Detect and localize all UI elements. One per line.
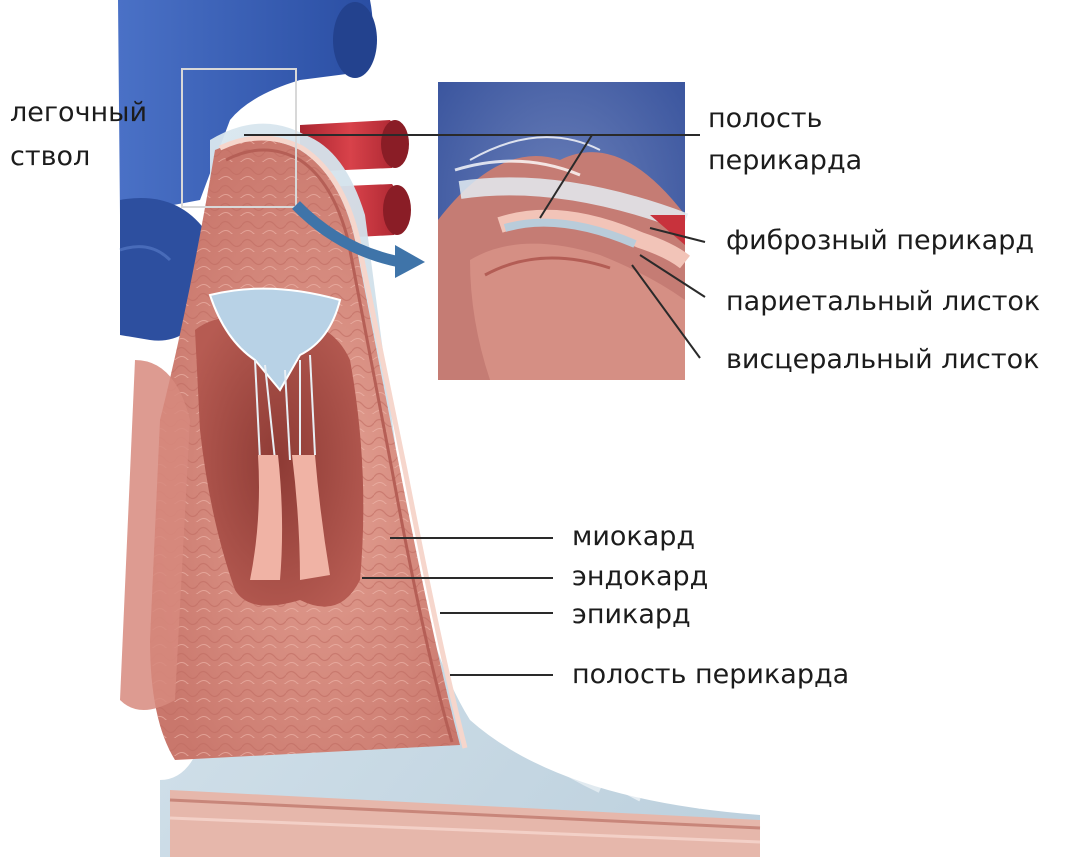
label-fibrous-pericardium: фиброзный перикард	[726, 222, 1034, 259]
label-visceral-layer: висцеральный листок	[726, 341, 1039, 378]
label-pericardial-cavity-top-line1: полость	[708, 100, 822, 137]
label-pulmonary-trunk-line2: ствол	[10, 138, 90, 175]
label-pulmonary-trunk-line1: легочный	[10, 94, 147, 131]
label-parietal-layer: париетальный листок	[726, 283, 1040, 320]
label-epicardium: эпикард	[572, 596, 691, 633]
zoom-arrow-head	[395, 245, 425, 278]
label-endocardium: эндокард	[572, 558, 708, 595]
label-pericardial-cavity-top-line2: перикарда	[708, 142, 862, 179]
label-pericardial-cavity-bottom: полость перикарда	[572, 656, 849, 693]
inset-magnified-view	[438, 82, 685, 380]
label-myocardium: миокард	[572, 518, 695, 555]
